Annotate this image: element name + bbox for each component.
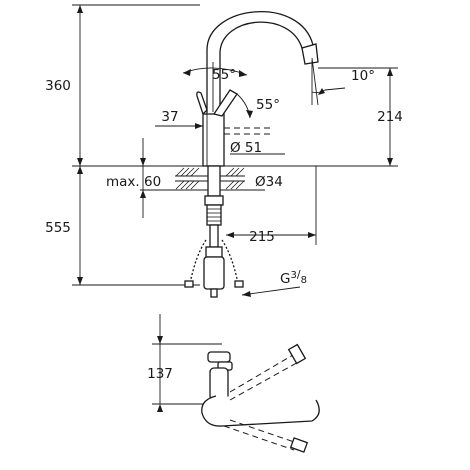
hose-length-label: 215 [249, 229, 275, 245]
thread-numerator: 3 [290, 270, 296, 281]
spout-angle-dimension [311, 57, 346, 106]
top-view-offset-label: 137 [147, 366, 173, 382]
spout-height-dimension [245, 67, 398, 167]
max-thickness-dimension [140, 138, 146, 218]
faucet-body [202, 113, 225, 197]
lever-angle-top-label: 55° [212, 67, 236, 83]
spout-height-label: 214 [377, 109, 403, 125]
shank-diameter-label: Ø34 [255, 174, 283, 190]
height-lower-label: 555 [45, 220, 71, 236]
hose-length-dimension [226, 166, 317, 245]
top-view-faucet [201, 343, 320, 453]
lever-angle-side-label: 55° [256, 97, 280, 113]
lever-angle-top-arc [182, 62, 248, 112]
lever-offset-dimension [155, 123, 203, 129]
spout [206, 11, 319, 114]
height-upper-label: 360 [45, 78, 71, 94]
thread-prefix: G [280, 271, 290, 287]
base-diameter-dimension [224, 127, 285, 155]
thread-label: G3/8 [280, 268, 307, 287]
thread-dimension [241, 286, 301, 297]
top-view-dimension [152, 314, 222, 412]
countertop [140, 165, 245, 191]
thread-slash: / [297, 268, 301, 281]
lever-angle-side-arc [236, 93, 253, 119]
spout-angle-label: 10° [351, 68, 375, 84]
base-diameter-label: Ø 51 [230, 140, 262, 156]
under-counter-assembly [184, 195, 244, 298]
max-thickness-label: max. 60 [106, 174, 161, 190]
thread-denominator: 8 [301, 275, 307, 286]
lever-offset-label: 37 [161, 109, 178, 125]
left-height-dimension [72, 4, 200, 286]
